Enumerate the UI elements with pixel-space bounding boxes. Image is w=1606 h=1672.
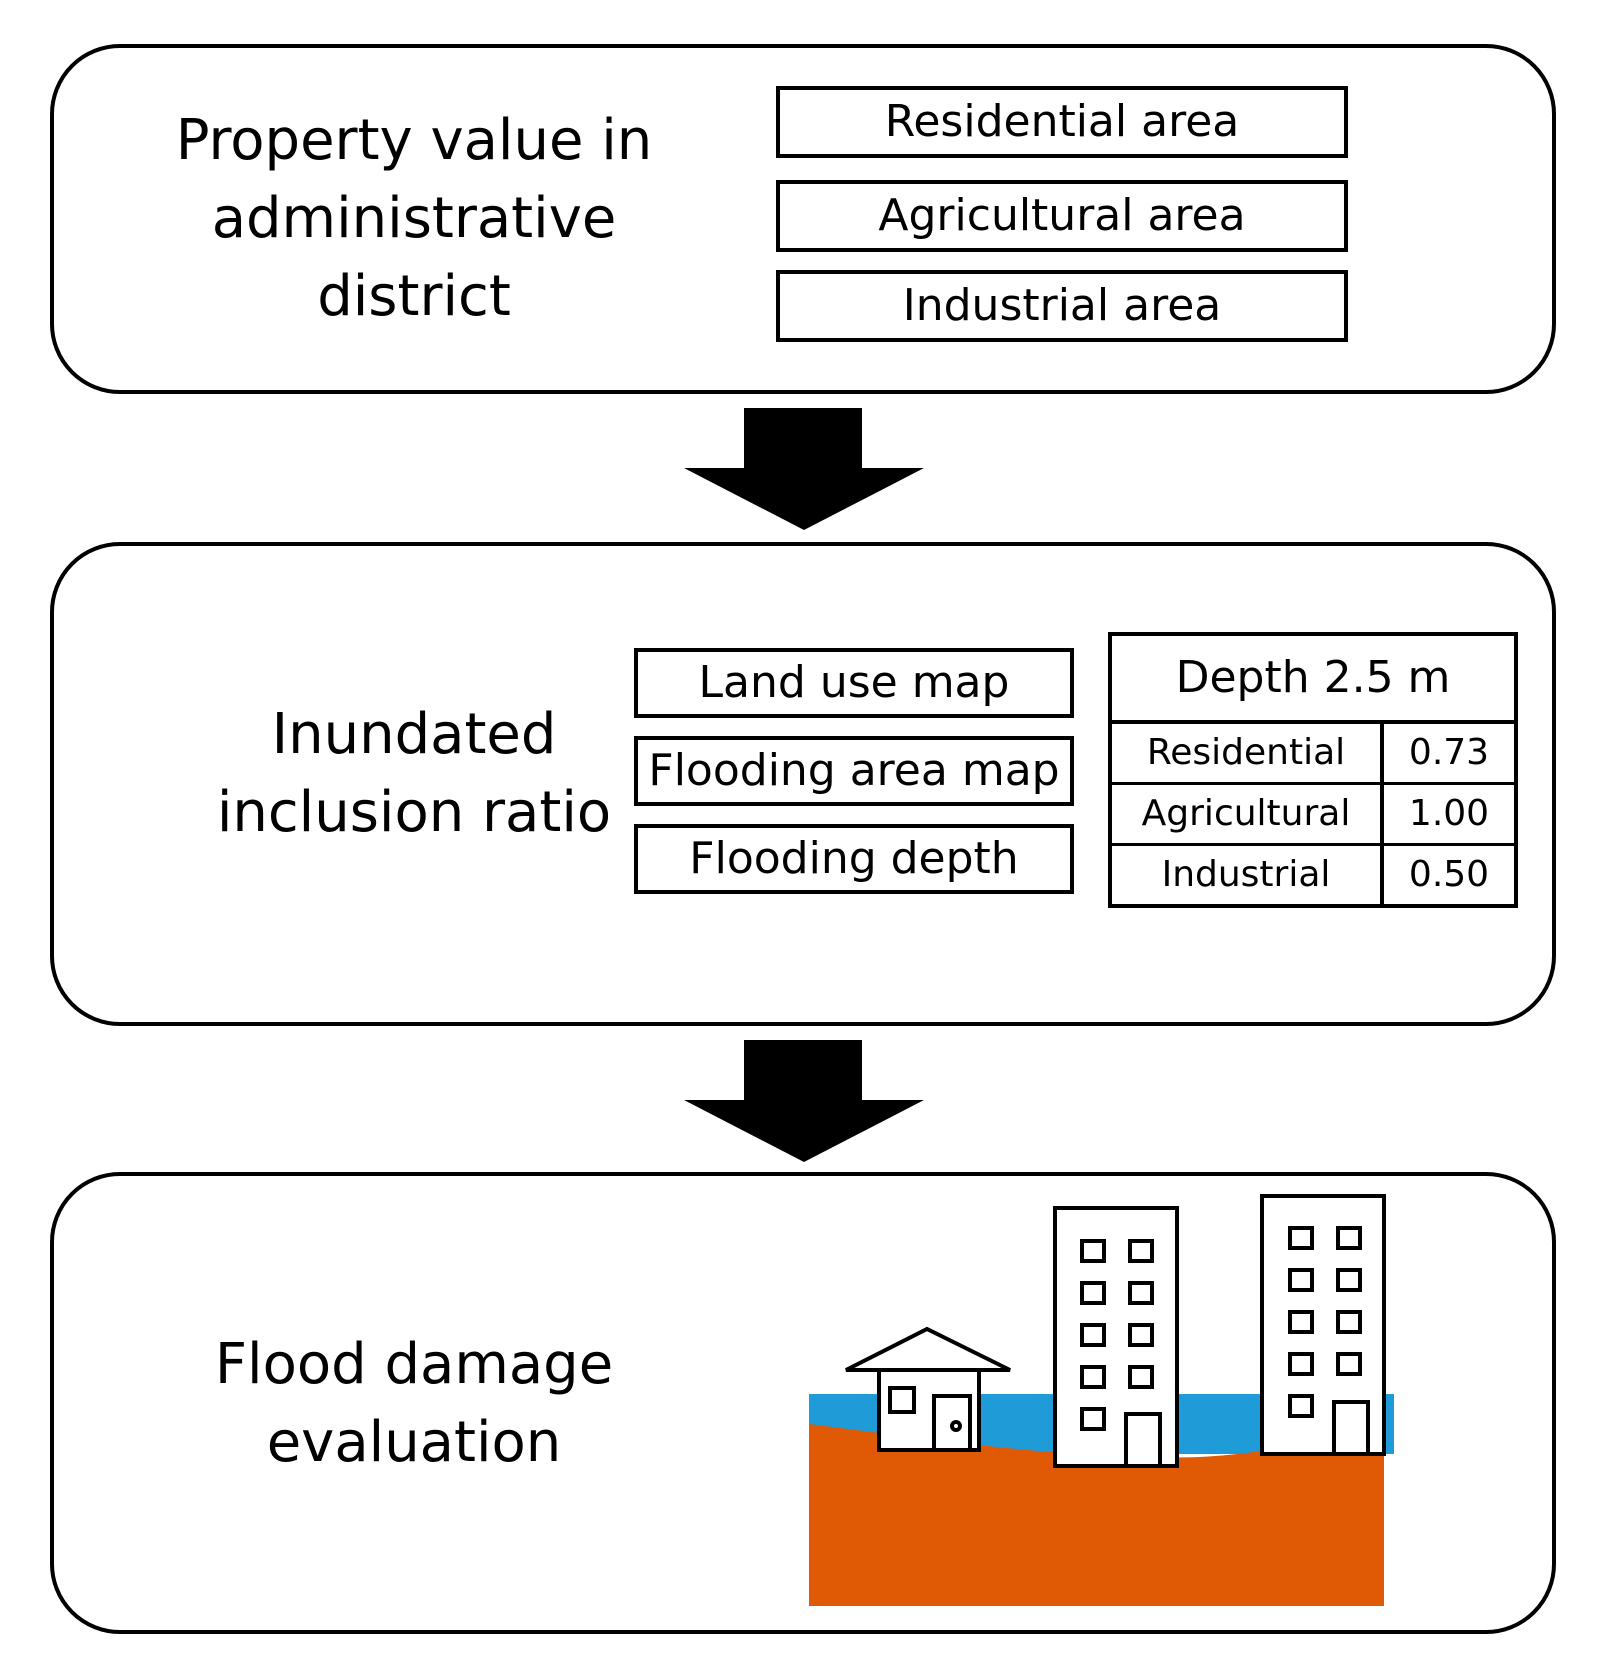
- title-line: inclusion ratio: [216, 780, 612, 845]
- residential-area-box: Residential area: [776, 86, 1348, 158]
- inundated-ratio-title: Inundated inclusion ratio: [154, 696, 674, 852]
- inundated-ratio-panel: Inundated inclusion ratio Land use map F…: [50, 542, 1556, 1026]
- row-label: Industrial: [1112, 846, 1384, 904]
- flooded-buildings-illustration: [809, 1194, 1394, 1606]
- title-line: Property value in: [175, 108, 653, 173]
- industrial-area-box: Industrial area: [776, 270, 1348, 342]
- table-header: Depth 2.5 m: [1112, 636, 1514, 724]
- table-row: Agricultural 1.00: [1112, 785, 1514, 846]
- down-arrow-icon: [684, 408, 924, 530]
- title-line: district: [317, 264, 511, 329]
- flood-damage-title: Flood damage evaluation: [154, 1326, 674, 1482]
- row-label: Agricultural: [1112, 785, 1384, 843]
- inclusion-ratio-table: Depth 2.5 m Residential 0.73 Agricultura…: [1108, 632, 1518, 908]
- row-value: 0.50: [1408, 854, 1490, 895]
- property-value-title: Property value in administrative distric…: [154, 102, 674, 336]
- flooding-depth-box: Flooding depth: [634, 824, 1074, 894]
- table-row: Residential 0.73: [1112, 724, 1514, 785]
- house-icon: [845, 1326, 1011, 1452]
- property-value-panel: Property value in administrative distric…: [50, 44, 1556, 394]
- title-line: Inundated: [271, 702, 557, 767]
- building-icon: [1260, 1194, 1386, 1456]
- row-value: 0.73: [1408, 732, 1490, 773]
- land-use-map-box: Land use map: [634, 648, 1074, 718]
- table-row: Industrial 0.50: [1112, 846, 1514, 904]
- row-label: Residential: [1112, 724, 1384, 782]
- title-line: administrative: [211, 186, 617, 251]
- building-icon: [1053, 1206, 1179, 1468]
- title-line: Flood damage: [214, 1332, 614, 1397]
- ground-area: [809, 1424, 1384, 1606]
- down-arrow-icon: [684, 1040, 924, 1162]
- flooding-area-map-box: Flooding area map: [634, 736, 1074, 806]
- row-value: 1.00: [1408, 793, 1490, 834]
- flood-damage-panel: Flood damage evaluation: [50, 1172, 1556, 1634]
- title-line: evaluation: [266, 1410, 562, 1475]
- agricultural-area-box: Agricultural area: [776, 180, 1348, 252]
